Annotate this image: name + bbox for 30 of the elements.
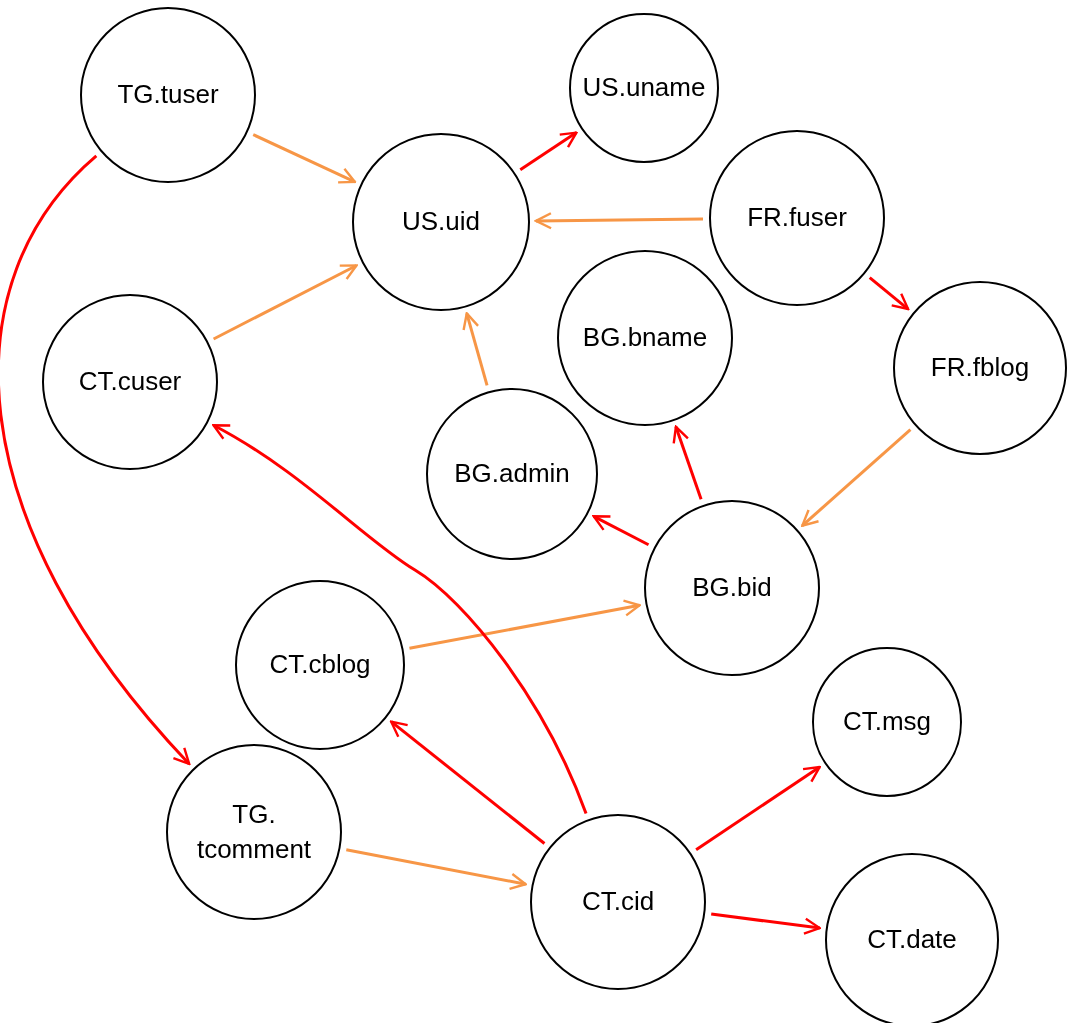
node-label: BG.bname	[582, 321, 708, 355]
node-label: CT.cblog	[269, 648, 371, 682]
arrow	[695, 765, 821, 851]
arrow	[534, 212, 704, 230]
arrow	[462, 312, 489, 386]
node-label: US.uid	[401, 205, 480, 239]
node-label: TG.tuser	[117, 78, 219, 112]
node-label: BG.bid	[692, 571, 772, 605]
node-label: CT.date	[867, 923, 957, 957]
arrow	[711, 912, 821, 935]
node-label: CT.msg	[842, 705, 932, 739]
node-label: CT.cuser	[78, 365, 182, 399]
node-label: FR.fblog	[930, 351, 1030, 385]
arrow	[212, 423, 588, 815]
arrow	[519, 131, 578, 171]
node-label: CT.cid	[581, 885, 655, 919]
arrow	[868, 276, 910, 311]
arrow	[212, 264, 358, 341]
arrow	[390, 720, 546, 845]
node-label: FR.fuser	[747, 201, 847, 235]
arrow	[592, 515, 650, 547]
arrow	[252, 133, 357, 184]
node-label: TG. tcomment	[195, 797, 313, 866]
arrow	[801, 428, 912, 527]
node-label: US.uname	[582, 71, 706, 105]
arrow	[0, 154, 191, 766]
node-label: BG.admin	[454, 457, 570, 491]
arrow	[409, 599, 641, 650]
arrow	[672, 425, 703, 500]
arrow	[346, 848, 527, 890]
